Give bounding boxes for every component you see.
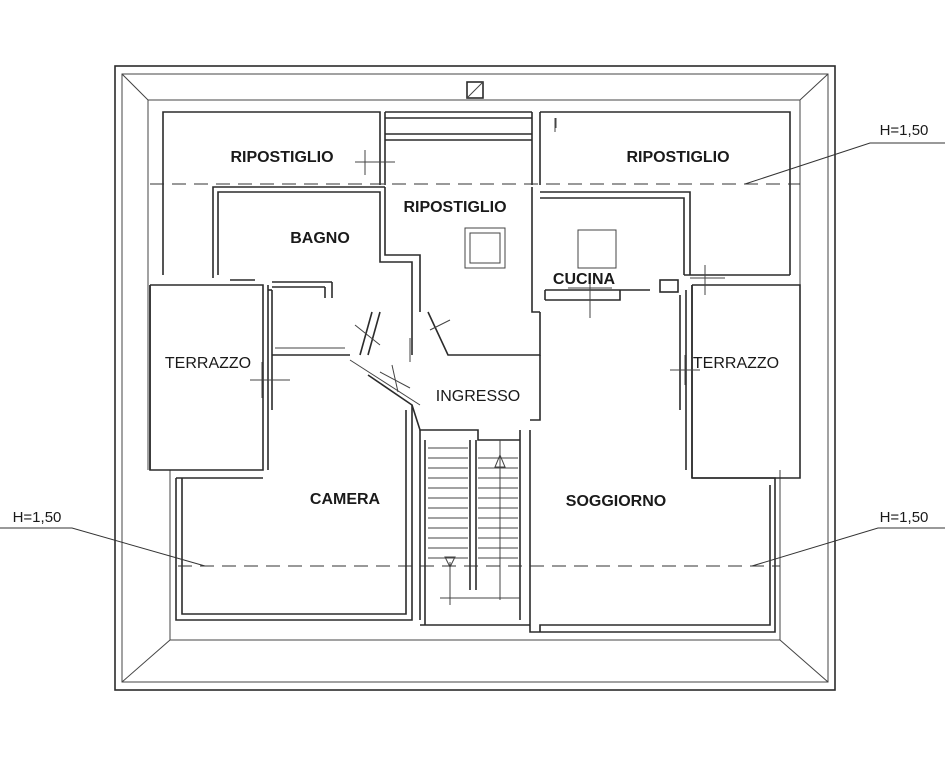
room-label-ingresso: INGRESSO <box>436 388 520 405</box>
skylight-icon <box>464 227 506 269</box>
stair-arrow-up-icon <box>494 453 506 468</box>
height-label-top-right: H=1,50 <box>880 122 929 139</box>
room-label-ripostiglio-left: RIPOSTIGLIO <box>230 149 333 166</box>
room-label-ripostiglio-right: RIPOSTIGLIO <box>626 149 729 166</box>
stair-arrow-down-icon <box>444 556 456 569</box>
stair-treads <box>428 440 520 605</box>
interior-walls <box>149 111 801 633</box>
height-label-bottom-right: H=1,50 <box>880 509 929 526</box>
leader-lines <box>0 142 945 567</box>
door-marks <box>250 118 725 406</box>
room-label-terrazzo-left: TERRAZZO <box>165 355 251 372</box>
room-label-terrazzo-right: TERRAZZO <box>693 355 779 372</box>
room-label-camera: CAMERA <box>310 491 381 508</box>
skylight-icon <box>577 229 617 269</box>
chimney-icon <box>466 81 484 99</box>
room-label-bagno: BAGNO <box>290 230 350 247</box>
room-label-ripostiglio-center: RIPOSTIGLIO <box>403 199 506 216</box>
height-label-bottom-left: H=1,50 <box>13 509 62 526</box>
room-label-soggiorno: SOGGIORNO <box>566 493 666 510</box>
room-label-cucina: CUCINA <box>553 271 616 288</box>
roof-outline <box>114 65 836 691</box>
